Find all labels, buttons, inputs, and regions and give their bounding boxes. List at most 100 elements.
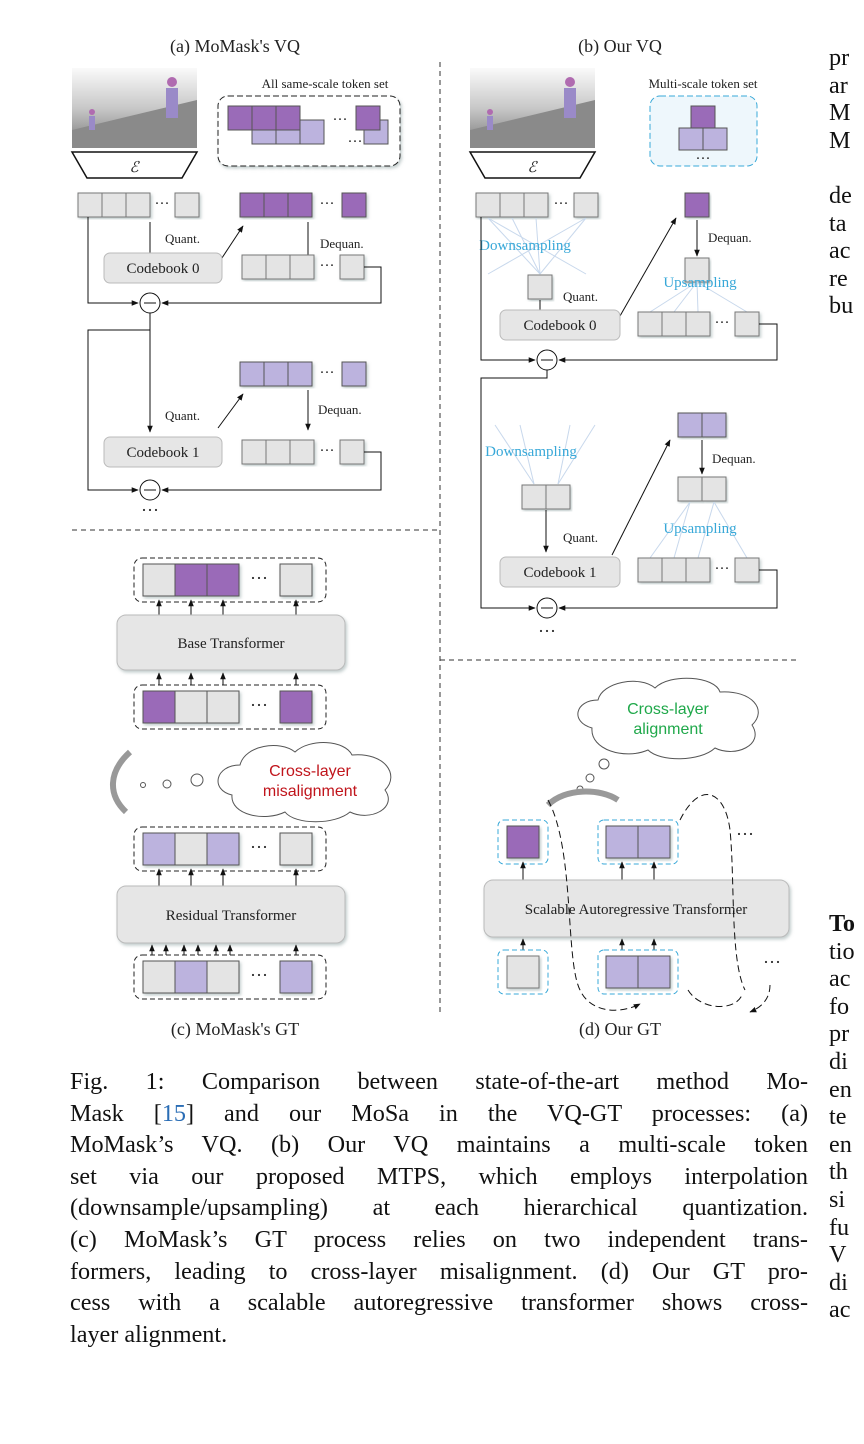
text-fragment: ta — [829, 209, 847, 237]
dequantized-tokens-0 — [241, 254, 365, 280]
text-fragment: ac — [829, 237, 851, 265]
ellipsis: ··· — [348, 134, 363, 150]
panel-a: (a) MoMask's VQ ℰ All same-scale token s… — [70, 36, 401, 520]
residual-transformer — [116, 885, 346, 944]
caption-line-with-citation: Mask [15] and our MoSa in the VQ-GT proc… — [70, 1099, 808, 1127]
text-fragment: fo — [829, 992, 850, 1020]
residual-input-tokens — [142, 960, 313, 994]
text-fragment: di — [829, 1268, 848, 1296]
text-fragment: di — [829, 1047, 848, 1075]
caption-line: Fig. 1: Comparison between state-of-the-… — [70, 1068, 808, 1095]
ellipsis: ··· — [250, 965, 268, 985]
caption-line: set via our proposed MTPS, which employs… — [70, 1162, 808, 1190]
quant-label: Quant. — [563, 530, 598, 545]
dequantized-tokens-1 — [241, 439, 365, 465]
caption-line: (downsample/upsampling) at each hierarch… — [70, 1194, 808, 1222]
text-fragment: To — [829, 910, 856, 937]
panel-b-title: (b) Our VQ — [578, 36, 662, 57]
text-fragment: fu — [829, 1213, 850, 1241]
panel-a-title: (a) MoMask's VQ — [170, 36, 300, 57]
text-fragment: ar — [829, 71, 848, 99]
text-fragment: pr — [829, 1020, 850, 1048]
panel-c-title: (c) MoMask's GT — [171, 1019, 299, 1040]
encoded-tokens — [77, 192, 200, 218]
thought-cloud — [217, 742, 392, 823]
ellipsis: ··· — [155, 196, 170, 212]
double-arrow-icon — [110, 749, 133, 815]
text-fragment: V — [829, 1241, 847, 1269]
text-fragment: ac — [829, 1296, 851, 1324]
quant-label: Quant. — [165, 231, 200, 246]
residual-transformer-label: Residual Transformer — [166, 908, 296, 924]
text-fragment: bu — [829, 292, 854, 320]
ellipsis: ··· — [250, 837, 268, 857]
figure-1: (a) MoMask's VQ ℰ All same-scale token s… — [70, 36, 800, 1040]
quant-label: Quant. — [165, 408, 200, 423]
ellipsis: ··· — [333, 112, 348, 128]
upsampling-label: Upsampling — [663, 275, 737, 291]
codebook-0-label: Codebook 0 — [127, 261, 200, 277]
codebook-1-label: Codebook 1 — [127, 445, 200, 461]
ellipsis: ··· — [715, 561, 730, 577]
codebook-0-label: Codebook 0 — [524, 318, 597, 334]
codebook-1-label: Codebook 1 — [524, 565, 597, 581]
quantized-tokens-0 — [239, 192, 367, 218]
ellipsis: ··· — [554, 196, 569, 212]
input-tokens — [142, 690, 313, 724]
token-set-label: Multi-scale token set — [648, 76, 757, 91]
motion-image — [470, 68, 595, 148]
ellipsis: ··· — [320, 443, 335, 459]
ellipsis: ··· — [320, 365, 335, 381]
thought-cloud — [577, 677, 759, 760]
scalable-autoregressive-transformer — [483, 879, 790, 938]
base-transformer-label: Base Transformer — [177, 636, 284, 652]
quant-label: Quant. — [563, 289, 598, 304]
motion-image — [72, 68, 197, 148]
upsampled-tokens-1 — [637, 557, 760, 583]
output-tokens — [142, 563, 313, 597]
text-fragment: pr — [829, 44, 850, 71]
ellipsis: ··· — [250, 568, 268, 588]
figure-caption: Fig. 1: Comparison between state-of-the-… — [70, 1066, 808, 1350]
text-fragment: en — [829, 1075, 852, 1103]
panel-d-title: (d) Our GT — [579, 1019, 661, 1040]
citation-link[interactable]: 15 — [161, 1099, 186, 1127]
codebook-1 — [103, 436, 223, 468]
ellipsis: ··· — [538, 621, 556, 641]
codebook-1 — [499, 556, 621, 588]
dequant-label: Dequan. — [318, 402, 362, 417]
dequant-label: Dequan. — [708, 230, 752, 245]
double-arrow-icon — [545, 788, 620, 808]
upsampling-label: Upsampling — [663, 521, 737, 537]
caption-line: layer alignment. — [70, 1320, 228, 1348]
transformer-label: Scalable Autoregressive Transformer — [525, 902, 747, 918]
encoder — [70, 151, 199, 179]
encoded-tokens — [475, 192, 599, 218]
cloud-text: misalignment — [263, 783, 358, 800]
text-fragment: si — [829, 1185, 846, 1213]
text-fragment: re — [829, 264, 848, 292]
text-fragment: en — [829, 1130, 852, 1158]
token-set-label: All same-scale token set — [262, 76, 389, 91]
quantized-tokens-1 — [239, 361, 367, 387]
encoder-symbol: ℰ — [527, 160, 538, 176]
token-stack — [227, 105, 389, 145]
encoder — [468, 151, 597, 179]
dequant-label: Dequan. — [320, 236, 364, 251]
cloud-text: Cross-layer — [627, 701, 709, 718]
codebook-0 — [103, 252, 223, 284]
encoder-symbol: ℰ — [129, 160, 140, 176]
text-fragment: M — [829, 99, 851, 127]
ellipsis: ··· — [320, 258, 335, 274]
residual-output-tokens — [142, 832, 313, 866]
cloud-text: Cross-layer — [269, 763, 351, 780]
ellipsis: ··· — [715, 315, 730, 331]
caption-line: (c) MoMask’s GT process relies on two in… — [70, 1225, 808, 1253]
ellipsis: ··· — [763, 952, 781, 972]
caption-line: MoMask’s VQ. (b) Our VQ maintains a mult… — [70, 1131, 808, 1159]
text-fragment — [829, 154, 853, 182]
ellipsis: ··· — [696, 151, 711, 167]
panel-d: Cross-layer alignment ··· Scalable Autor… — [483, 677, 790, 1040]
